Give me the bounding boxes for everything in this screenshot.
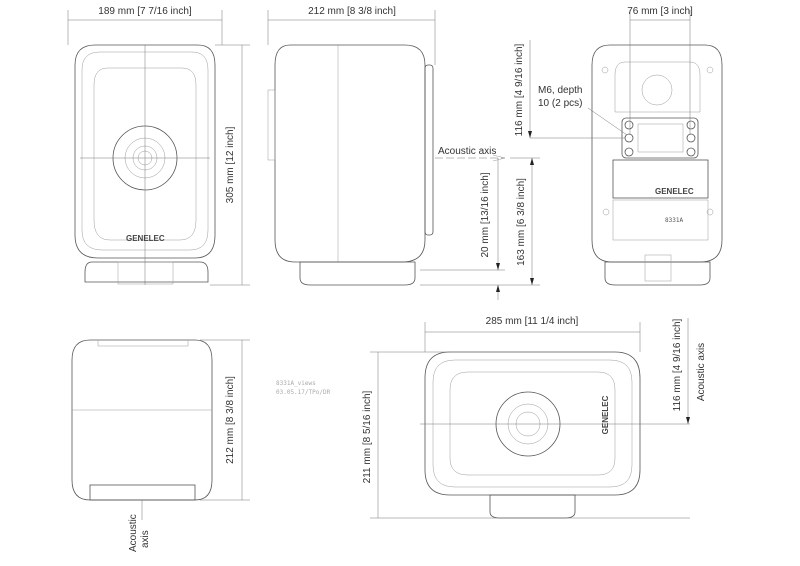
front-height-dim: 305 mm [12 inch] [225, 126, 236, 203]
front-view: GENELEC 189 mm [7 7/16 inch] 305 mm [12 … [67, 6, 250, 286]
thread-note-line1: M6, depth [538, 85, 582, 96]
side-view: 212 mm [8 3/8 inch] Acoustic axis 20 mm … [267, 6, 540, 300]
model-label: 8331A [665, 217, 683, 224]
file-note: 8331A_views [276, 380, 316, 387]
axis-height-dim: 116 mm [4 9/16 inch] [672, 318, 683, 411]
acoustic-axis-label: Acoustic axis [438, 146, 496, 157]
hole-height-dim: 116 mm [4 9/16 inch] [514, 43, 525, 136]
horizontal-width-dim: 285 mm [11 1/4 inch] [486, 316, 579, 327]
horizontal-acoustic-axis: Acoustic axis [696, 343, 707, 401]
hole-spacing-dim: 76 mm [3 inch] [627, 6, 693, 17]
axis-to-bottom-dim: 163 mm [6 3/8 inch] [516, 178, 527, 266]
side-depth-dim: 212 mm [8 3/8 inch] [308, 6, 396, 17]
front-width-dim: 189 mm [7 7/16 inch] [98, 6, 192, 17]
date-note: 03.05.17/TPo/DR [276, 389, 331, 396]
top-view: 212 mm [8 3/8 inch] Acoustic axis 8331A_… [71, 339, 331, 552]
horizontal-brand-logo: GENELEC [601, 395, 610, 434]
thread-note-line2: 10 (2 pcs) [538, 98, 582, 109]
top-acoustic-axis-line2: axis [140, 530, 151, 548]
back-view: GENELEC 8331A 76 mm [3 inch] 116 mm [4 9… [514, 6, 723, 286]
horizontal-view: GENELEC 285 mm [11 1/4 inch] 211 mm [8 5… [362, 316, 707, 519]
back-brand-logo: GENELEC [655, 187, 694, 196]
brand-logo: GENELEC [126, 234, 165, 243]
horizontal-height-dim: 211 mm [8 5/16 inch] [362, 390, 373, 483]
axis-to-foot-dim: 20 mm [13/16 inch] [480, 172, 491, 257]
top-depth-dim: 212 mm [8 3/8 inch] [225, 376, 236, 464]
top-acoustic-axis-line1: Acoustic [128, 514, 139, 552]
